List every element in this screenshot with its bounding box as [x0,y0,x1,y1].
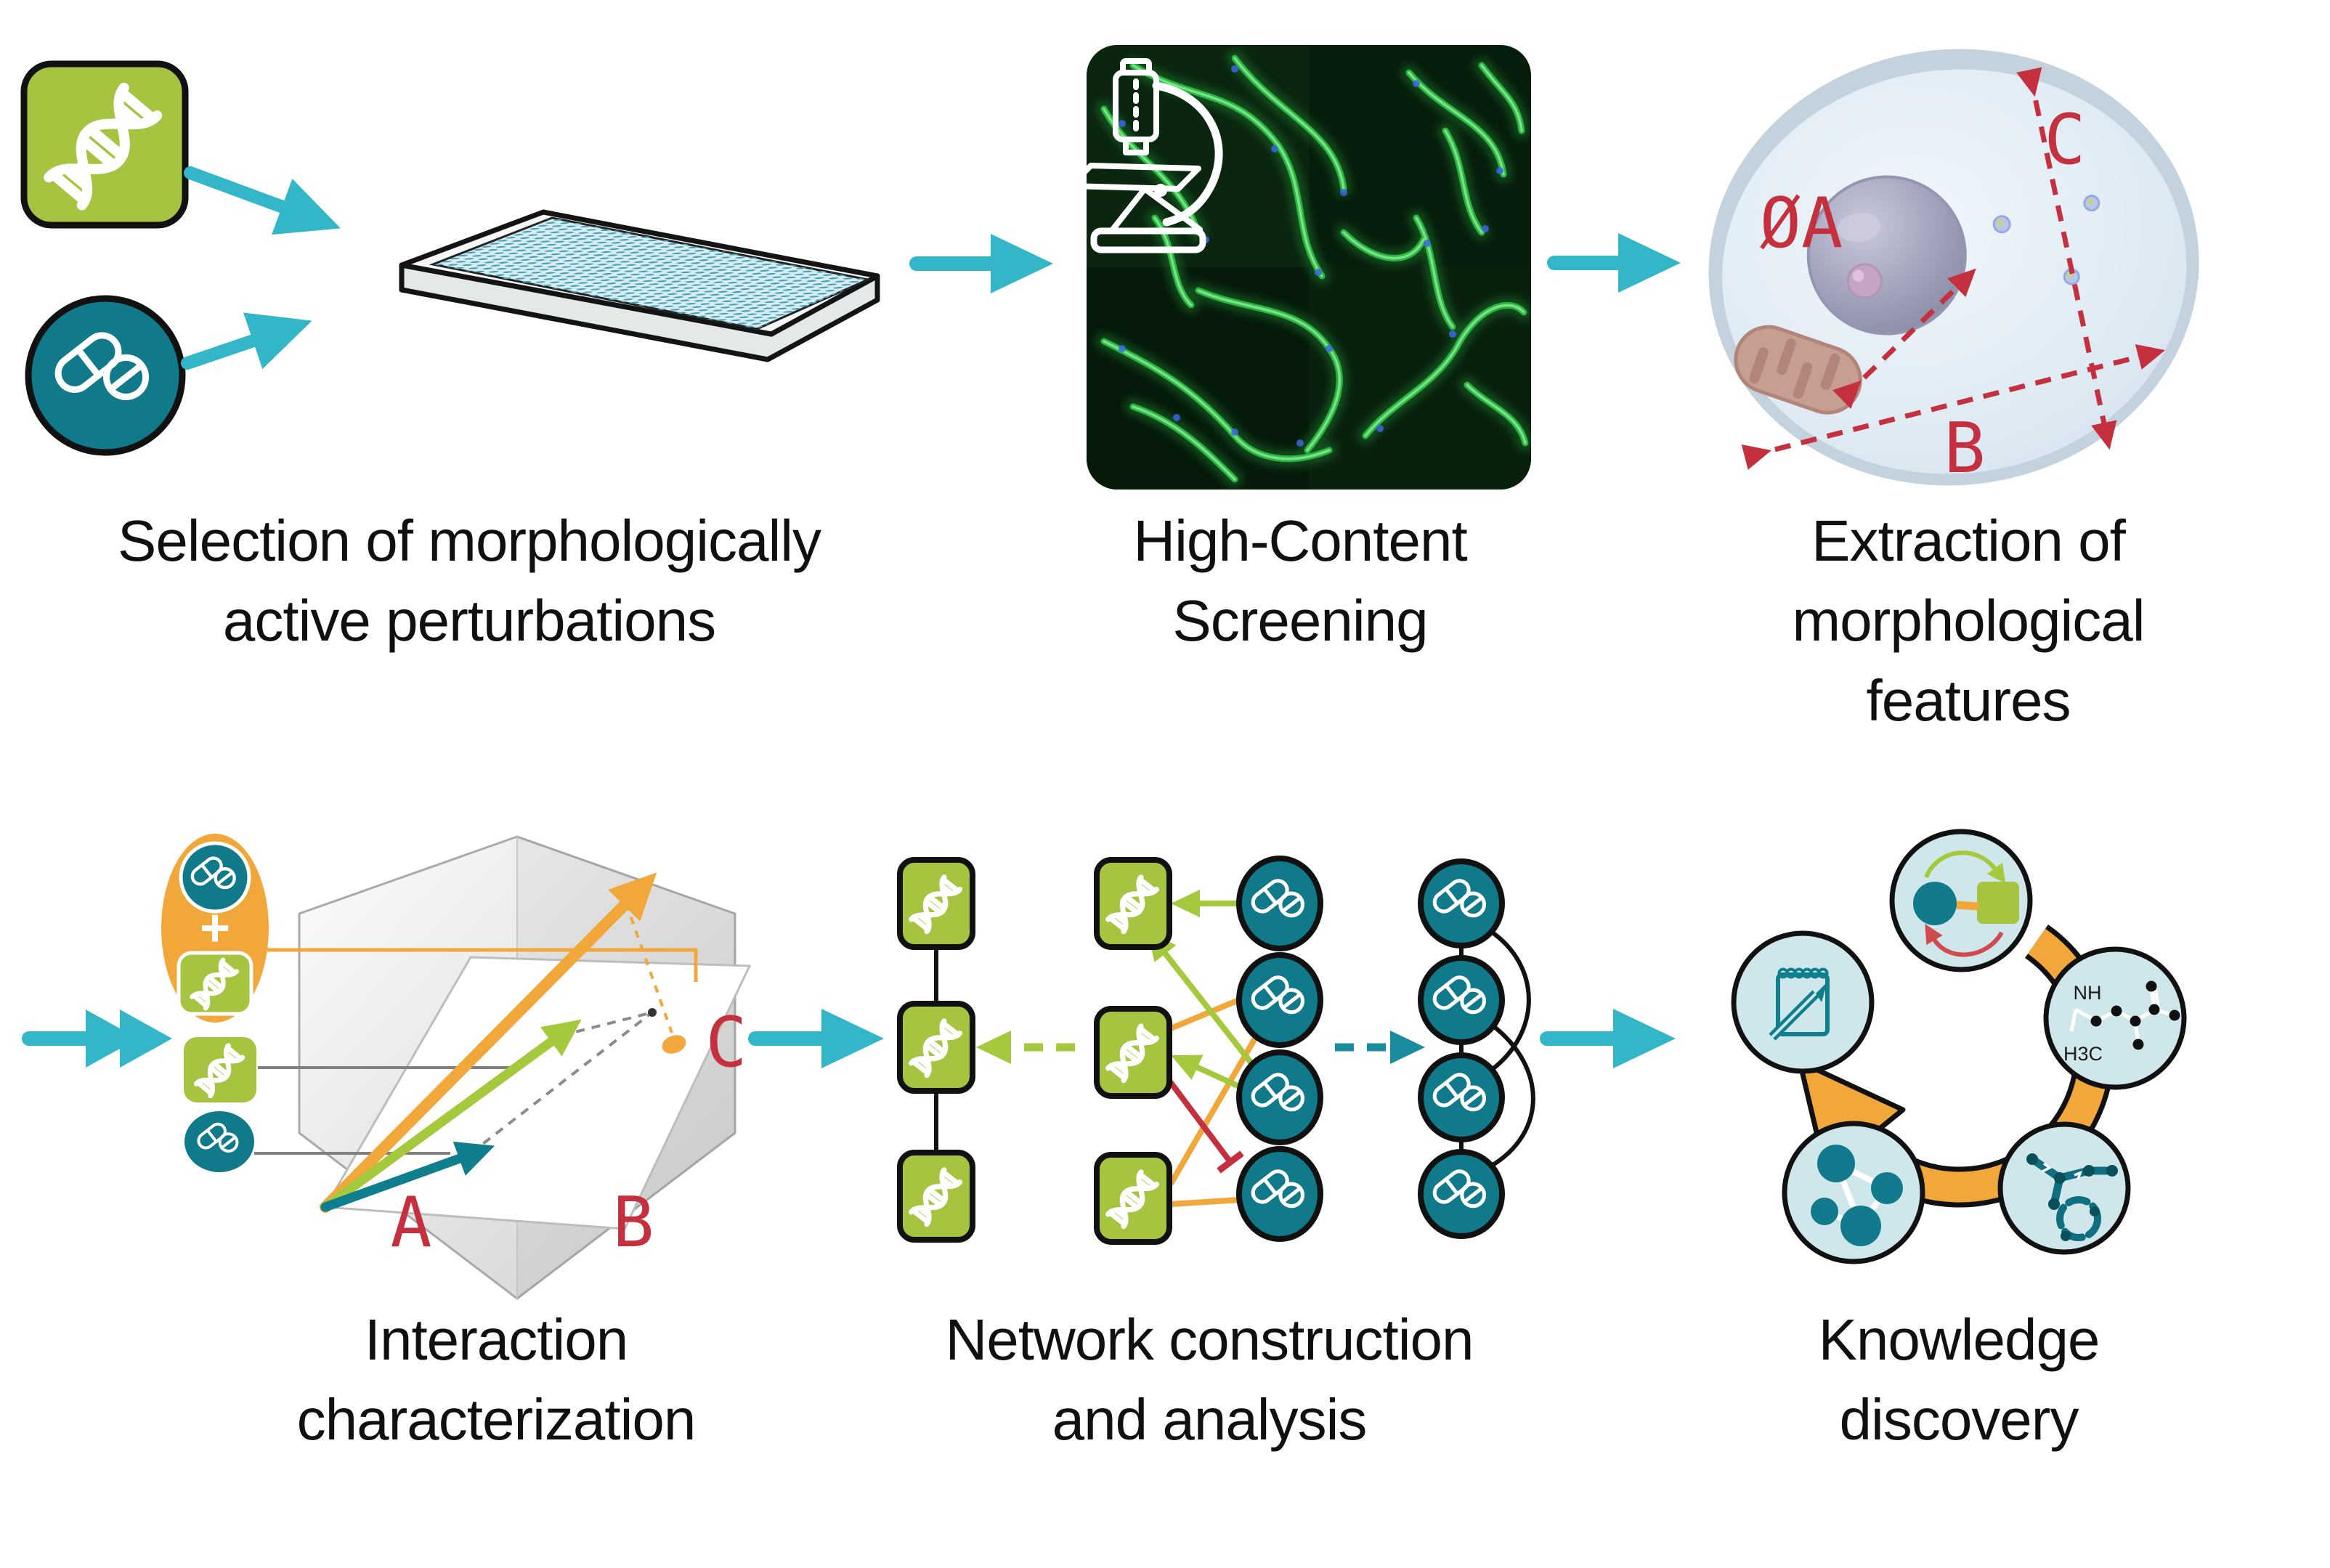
gene-node [897,1150,975,1243]
microscope-icon [1087,58,1223,253]
panel-knowledge: NH H3C [1731,829,2187,1264]
panel-interaction: A B C + [22,834,884,1300]
combination-badge: + [161,834,269,1023]
discovery-circle-notes [1731,930,1875,1074]
caption-network-line2: and analysis [1052,1387,1367,1452]
axis-c-label: C [705,1003,747,1083]
molecule-nh-label: NH [2074,982,2102,1004]
gene-node [897,1001,975,1094]
cube-plot: A B C [254,835,752,1300]
panel-hcs [1087,45,1681,490]
arrow-row-wrap [22,1010,172,1068]
caption-interaction-line1: Interaction [365,1307,628,1372]
caption-knowledge-line1: Knowledge [1819,1307,2100,1372]
measurement-arrows [1741,67,2166,470]
nucleus-diameter-label: ØA [1760,184,1843,264]
axis-b-label: B [612,1183,654,1263]
caption-extraction-line3: features [1866,668,2070,733]
plus-sign: + [200,899,230,957]
drug-effect-vector [320,1141,495,1212]
gene-network-column [897,857,975,1243]
discovery-circle-network [1782,1121,1925,1264]
cell-length-label: B [1944,409,1985,489]
drug-node [1418,1052,1505,1142]
discovery-circle-pathway [1997,1121,2131,1255]
caption-selection-line2: active perturbations [223,588,715,653]
drug-network-column [1418,858,1535,1239]
combo-connector-line [267,948,698,982]
bipartite-graph [1094,856,1323,1245]
projection-point [662,1035,686,1054]
captions-row2: Interaction characterization Network con… [297,1307,2100,1452]
cell-height-label: C [2044,100,2085,180]
drug-node [1418,955,1505,1045]
cell-height-arrow [2016,67,2117,450]
molecule-atoms [2090,980,2180,1050]
arrow-gene-to-plate [184,166,341,235]
caption-extraction-line2: morphological [1792,588,2144,653]
notepad-pencil-icon [1769,967,1830,1041]
panel-network [897,856,1676,1245]
bipartite-gene-nodes [1094,857,1172,1245]
drug-node [1418,1149,1505,1239]
caption-hcs-line1: High-Content [1133,508,1467,573]
caption-network-line1: Network construction [946,1307,1474,1372]
discovery-circle-molecule: NH H3C [2043,946,2187,1090]
captions-row1: Selection of morphologically active pert… [118,508,2146,733]
caption-knowledge-line2: discovery [1840,1387,2079,1452]
microscopy-image [1087,45,1531,490]
gene-effect-vector [320,1019,582,1212]
vector-sum-dashed [469,1011,654,1155]
caption-extraction-line1: Extraction of [1811,508,2126,573]
axis-a-label: A [390,1183,431,1263]
caption-interaction-line2: characterization [297,1387,696,1452]
gene-node [897,857,975,950]
caption-hcs-line2: Screening [1172,588,1427,653]
effect-plane [323,956,752,1230]
drug-node [1418,858,1505,948]
discovery-circle-motif [1889,829,2033,972]
panel-selection [20,60,1053,456]
additive-expectation-point [648,1008,657,1017]
combined-effect-vector [320,872,657,1213]
panel-extraction: ØA B C [1708,49,2199,489]
well-plate [399,209,880,362]
arrow-drug-to-plate [181,312,312,370]
plate-wells [433,218,868,329]
caption-selection-line1: Selection of morphologically [118,508,821,573]
cell-length-arrow [1741,344,2166,470]
bipartite-drug-nodes [1236,856,1323,1242]
molecule-h3c-label: H3C [2063,1043,2103,1065]
